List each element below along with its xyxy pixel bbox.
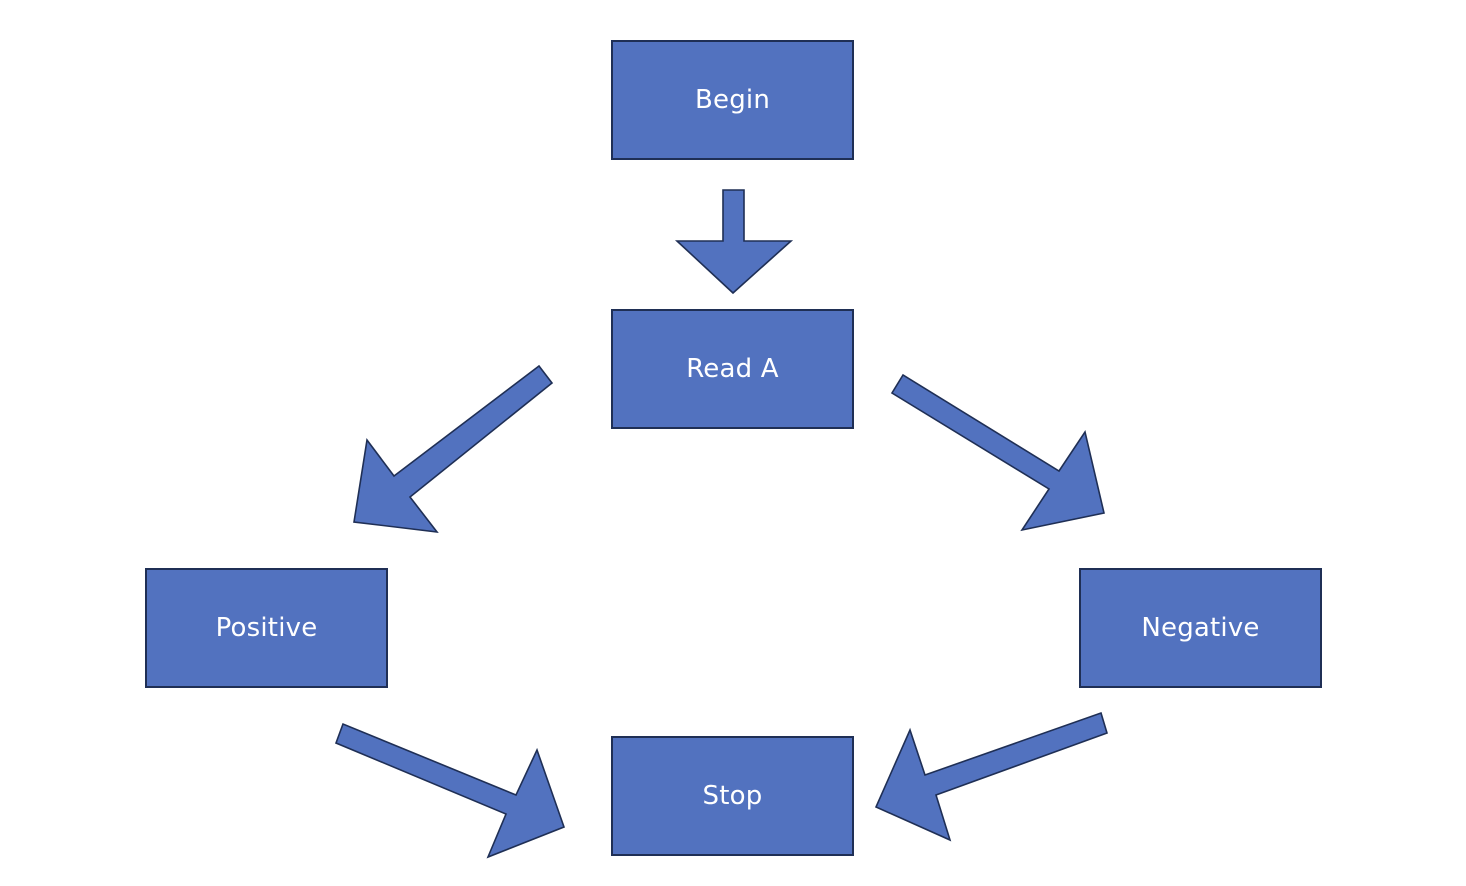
node-negative-label: Negative xyxy=(1141,613,1260,643)
node-stop: Stop xyxy=(611,736,854,856)
node-stop-label: Stop xyxy=(702,781,763,811)
node-read-a: Read A xyxy=(611,309,854,429)
arrow-negative-to-stop xyxy=(874,711,1108,842)
node-positive: Positive xyxy=(145,568,388,688)
arrow-begin-to-read xyxy=(674,189,794,295)
node-negative: Negative xyxy=(1079,568,1322,688)
node-begin: Begin xyxy=(611,40,854,160)
node-positive-label: Positive xyxy=(215,613,318,643)
arrow-read-to-positive xyxy=(353,364,554,534)
node-read-a-label: Read A xyxy=(686,354,779,384)
arrow-read-to-negative xyxy=(890,373,1105,532)
arrow-positive-to-stop xyxy=(334,722,566,859)
node-begin-label: Begin xyxy=(694,85,771,115)
